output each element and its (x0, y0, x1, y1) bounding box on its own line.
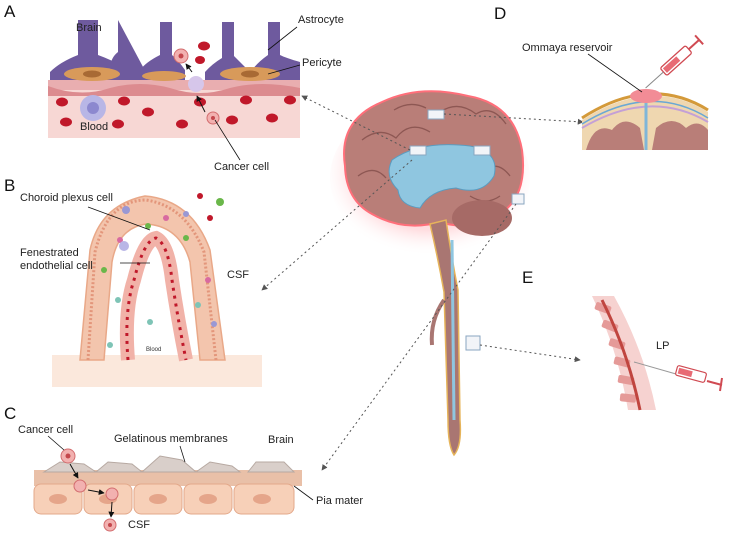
panel-d-letter: D (494, 4, 507, 23)
label-a-blood: Blood (80, 121, 109, 133)
panel-d-illustration (581, 34, 709, 150)
panel-a-illustration (48, 20, 301, 161)
panel-c-illustration (33, 435, 314, 532)
label-c-brain: Brain (268, 434, 294, 446)
panel-b-illustration (52, 193, 262, 387)
label-c-gelatinous: Gelatinous membranes (114, 433, 228, 445)
label-c-csf: CSF (128, 519, 150, 531)
panel-e-illustration (592, 296, 723, 411)
panel-a-letter: A (4, 2, 16, 21)
label-a-brain: Brain (76, 22, 102, 34)
label-b-fenestrated-1: Fenestrated (20, 247, 79, 259)
panel-b-letter: B (4, 176, 16, 195)
central-brain-illustration (261, 90, 584, 471)
label-a-pericyte: Pericyte (302, 57, 342, 69)
label-b-choroid: Choroid plexus cell (20, 192, 113, 204)
label-a-cancer-cell: Cancer cell (214, 161, 270, 173)
panel-e-letter: E (522, 268, 534, 287)
label-c-cancer-cell: Cancer cell (18, 424, 74, 436)
label-e-lp: LP (656, 340, 670, 352)
panel-c-letter: C (4, 404, 17, 423)
label-b-fenestrated-2: endothelial cell (20, 260, 93, 272)
label-c-pia: Pia mater (316, 495, 364, 507)
label-d-ommaya: Ommaya reservoir (522, 42, 613, 54)
label-b-csf: CSF (227, 269, 249, 281)
label-a-astrocyte: Astrocyte (298, 14, 344, 26)
label-b-blood: Blood (146, 347, 162, 353)
